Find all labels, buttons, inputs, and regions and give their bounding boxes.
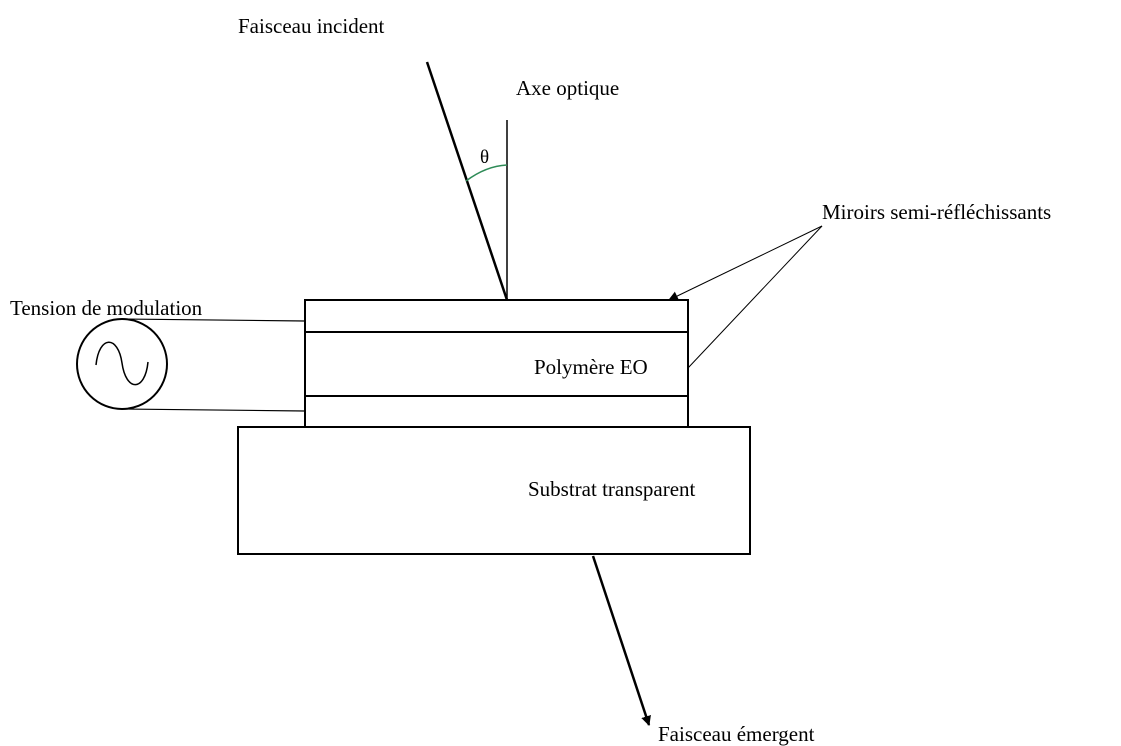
emergent-beam-label: Faisceau émergent — [658, 722, 815, 746]
mirror-pointer-bottom — [687, 225, 823, 369]
polymer-layer — [304, 331, 689, 397]
substrate-label: Substrat transparent — [528, 477, 696, 501]
mirrors-label: Miroirs semi-réfléchissants — [822, 200, 1051, 224]
substrate-block — [237, 426, 751, 555]
wire-top — [121, 318, 306, 322]
top-mirror-layer — [304, 299, 689, 333]
modulation-voltage-label: Tension de modulation — [10, 296, 203, 320]
bottom-mirror-layer — [304, 395, 689, 428]
incident-beam-label: Faisceau incident — [238, 14, 385, 38]
wire-bottom — [121, 408, 306, 412]
angle-arc — [465, 164, 508, 182]
mirror-pointer-top — [668, 225, 823, 301]
polymer-label: Polymère EO — [534, 355, 648, 379]
emergent-beam-line — [591, 555, 651, 726]
ac-sine-source-icon — [76, 318, 168, 410]
optical-axis-label: Axe optique — [516, 76, 619, 100]
angle-label: θ — [480, 147, 489, 168]
